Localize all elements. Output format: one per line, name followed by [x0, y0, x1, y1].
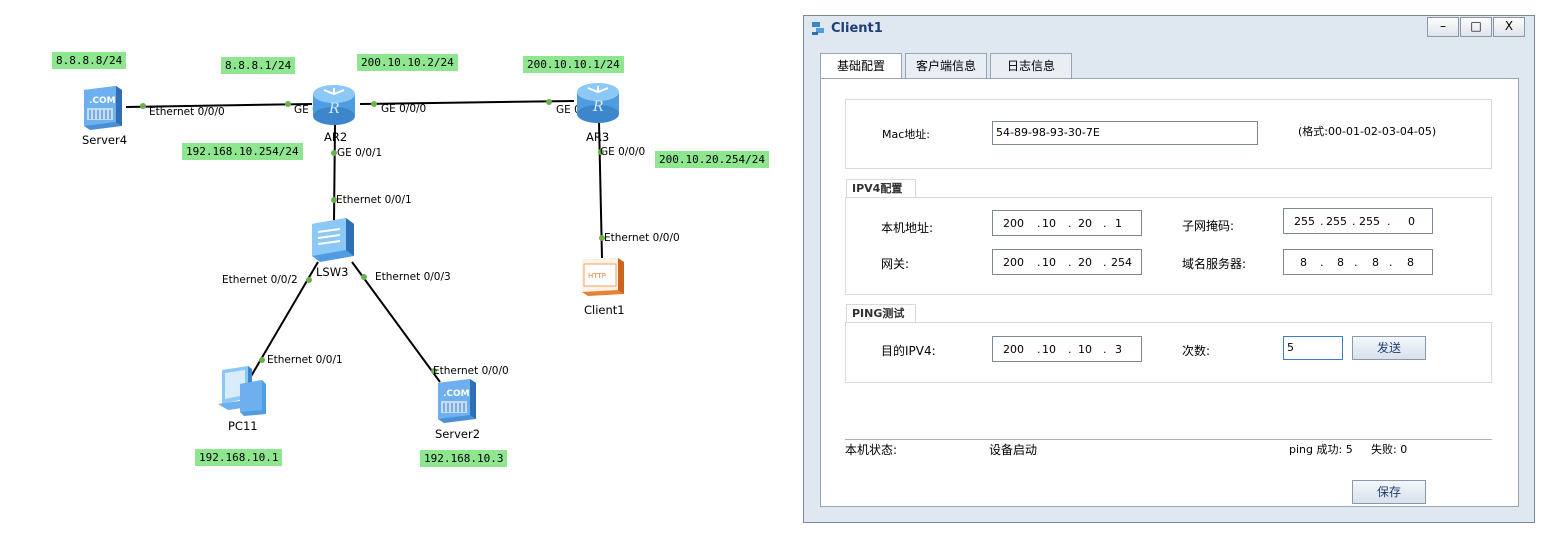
- port-dot: [331, 197, 337, 203]
- ipv4-section-title: IPV4配置: [846, 179, 916, 198]
- pc11-icon[interactable]: [216, 364, 268, 416]
- ping-count-label: 次数:: [1182, 344, 1211, 358]
- port-label-server4: Ethernet 0/0/0: [149, 106, 225, 118]
- window-titlebar[interactable]: Client1 – □ X: [804, 16, 1534, 40]
- subnet-mask-label: 子网掩码:: [1182, 219, 1235, 233]
- mac-label: Mac地址:: [882, 128, 930, 141]
- tab-log-info[interactable]: 日志信息: [990, 53, 1072, 78]
- ping-fail-count: 失败: 0: [1371, 443, 1408, 456]
- port-label-ar2-ge000: GE 0/0/0: [381, 103, 427, 115]
- mac-address-field[interactable]: 54-89-98-93-30-7E: [992, 121, 1258, 145]
- port-dot: [285, 101, 291, 107]
- dns-server-field[interactable]: 8. 8. 8. 8: [1283, 249, 1433, 275]
- dns-server-label: 域名服务器:: [1182, 257, 1247, 271]
- ip-label-ar3-ge001: 200.10.10.1/24: [523, 56, 624, 73]
- port-label-lsw3-eth001: Ethernet 0/0/1: [336, 194, 412, 206]
- mac-format-hint: (格式:00-01-02-03-04-05): [1298, 125, 1437, 138]
- dest-ipv4-label: 目的IPV4:: [881, 344, 936, 358]
- host-address-field[interactable]: 200. 10. 20. 1: [992, 210, 1142, 236]
- port-label-pc11: Ethernet 0/0/1: [267, 354, 343, 366]
- gateway-field[interactable]: 200. 10. 20. 254: [992, 249, 1142, 275]
- ip-label-server4: 8.8.8.8/24: [52, 52, 127, 69]
- status-divider: [845, 439, 1492, 440]
- port-dot: [259, 357, 265, 363]
- close-button[interactable]: X: [1493, 17, 1525, 37]
- svg-text:R: R: [328, 101, 340, 117]
- topology-links: [125, 99, 605, 383]
- port-dot: [598, 149, 604, 155]
- status-value: 设备启动: [989, 443, 1038, 457]
- status-label: 本机状态:: [845, 443, 898, 457]
- port-dot: [361, 274, 367, 280]
- server4-icon[interactable]: .COM: [82, 84, 124, 130]
- device-name-server4: Server4: [82, 133, 128, 147]
- minimize-button[interactable]: –: [1427, 17, 1459, 37]
- subnet-mask-field[interactable]: 255. 255. 255. 0: [1283, 208, 1433, 234]
- ping-group: 目的IPV4: 200. 10. 10. 3 次数: 5 发送: [845, 322, 1492, 383]
- server2-icon[interactable]: .COM: [436, 377, 478, 423]
- router-ar3-icon[interactable]: R: [574, 78, 622, 124]
- svg-text:HTTP: HTTP: [588, 272, 606, 280]
- topology-canvas: 8.8.8.8/24 8.8.8.1/24 200.10.10.2/24 200…: [52, 52, 769, 467]
- basic-config-panel: Mac地址: 54-89-98-93-30-7E (格式:00-01-02-03…: [820, 78, 1519, 507]
- port-label-server2: Ethernet 0/0/0: [433, 365, 509, 377]
- port-dot: [306, 277, 312, 283]
- port-dot: [371, 101, 377, 107]
- mac-group: Mac地址: 54-89-98-93-30-7E (格式:00-01-02-03…: [845, 99, 1492, 169]
- svg-text:.COM: .COM: [89, 96, 116, 106]
- ip-label-server2: 192.168.10.3: [420, 450, 508, 467]
- switch-lsw3-icon[interactable]: [310, 216, 356, 262]
- device-name-lsw3: LSW3: [316, 265, 349, 279]
- ip-label-pc11: 192.168.10.1: [195, 449, 283, 466]
- ping-count-field[interactable]: 5: [1283, 336, 1343, 360]
- tab-client-info[interactable]: 客户端信息: [905, 53, 987, 78]
- link-server4-ar2: [125, 103, 313, 108]
- client-app-icon: [811, 20, 827, 39]
- link-lsw3-server2: [351, 261, 441, 383]
- device-name-ar2: AR2: [324, 130, 348, 144]
- host-address-label: 本机地址:: [881, 221, 934, 235]
- gateway-label: 网关:: [881, 257, 910, 271]
- client1-http-icon[interactable]: HTTP: [578, 256, 626, 298]
- dest-ipv4-field[interactable]: 200. 10. 10. 3: [992, 336, 1142, 362]
- port-label-ar2-ge001: GE 0/0/1: [337, 147, 383, 159]
- device-name-ar3: AR3: [586, 130, 610, 144]
- window-title: Client1: [831, 21, 883, 36]
- link-ar2-lsw3: [333, 124, 336, 221]
- port-dot: [599, 235, 605, 241]
- ip-label-ar3-ge000: 200.10.20.254/24: [655, 151, 769, 168]
- port-dot: [140, 103, 146, 109]
- port-label-client1: Ethernet 0/0/0: [604, 232, 680, 244]
- port-label-ar3-ge000: GE 0/0/0: [600, 146, 646, 158]
- svg-text:.COM: .COM: [443, 389, 470, 399]
- save-button[interactable]: 保存: [1352, 480, 1426, 504]
- ip-label-ar2-ge002: 8.8.8.1/24: [221, 57, 296, 74]
- port-dot: [331, 150, 337, 156]
- send-button[interactable]: 发送: [1352, 336, 1426, 360]
- tab-basic-config[interactable]: 基础配置: [820, 53, 902, 79]
- ping-success-count: ping 成功: 5: [1289, 443, 1353, 456]
- client1-window: Client1 – □ X 基础配置 客户端信息 日志信息 Mac地址: 54-…: [803, 15, 1535, 523]
- svg-text:R: R: [592, 99, 604, 115]
- link-ar2-ar3: [359, 100, 575, 105]
- ip-label-ar2-ge000: 200.10.10.2/24: [357, 54, 458, 71]
- port-dot: [431, 368, 437, 374]
- port-label-lsw3-eth003: Ethernet 0/0/3: [375, 271, 451, 283]
- ping-section-title: PING测试: [846, 304, 916, 323]
- device-name-server2: Server2: [435, 427, 481, 441]
- device-name-pc11: PC11: [228, 419, 258, 433]
- ip-label-ar2-ge001: 192.168.10.254/24: [182, 143, 303, 160]
- device-name-client1: Client1: [584, 303, 625, 317]
- router-ar2-icon[interactable]: R: [310, 80, 358, 126]
- port-dot: [546, 99, 552, 105]
- maximize-button[interactable]: □: [1460, 17, 1492, 37]
- port-label-lsw3-eth002: Ethernet 0/0/2: [222, 274, 298, 286]
- ipv4-group: 本机地址: 200. 10. 20. 1 子网掩码: 255. 255. 255…: [845, 197, 1492, 295]
